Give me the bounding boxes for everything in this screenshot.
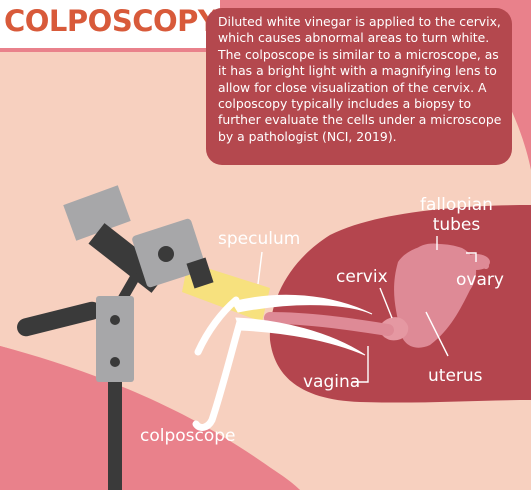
colposcope-column-knob-top (110, 315, 120, 325)
speculum-handle-lower (192, 318, 244, 431)
speculum-lower-blade (235, 317, 366, 356)
title-background (0, 0, 220, 48)
vagina-leader (352, 346, 369, 383)
ovary-leader (466, 252, 477, 262)
lower-frame (0, 346, 300, 490)
colposcope-device (17, 185, 214, 490)
label-vagina: vagina (303, 372, 361, 392)
page-title: COLPOSCOPY (4, 4, 219, 38)
colposcope-eyepiece (63, 185, 131, 241)
colposcope-column (96, 296, 134, 382)
description-text: Diluted white vinegar is applied to the … (218, 14, 502, 144)
speculum-handle-upper (194, 296, 240, 356)
speculum-upper-blade (231, 294, 373, 315)
label-colposcope: colposcope (140, 426, 236, 446)
colposcope-column-knob-bottom (110, 357, 120, 367)
colposcope-stand (108, 382, 122, 490)
speculum-leader (257, 251, 263, 285)
description-callout: Diluted white vinegar is applied to the … (206, 8, 512, 165)
colposcope-handle (17, 301, 101, 337)
speculum-instrument (192, 294, 373, 431)
label-cervix: cervix (336, 267, 388, 287)
uterus (394, 244, 477, 348)
label-speculum: speculum (218, 229, 301, 249)
uterus-leader (425, 311, 449, 357)
label-fallopian-tubes: fallopian tubes (420, 195, 493, 235)
colposcope-knob (158, 246, 174, 262)
label-uterus: uterus (428, 366, 483, 386)
label-ovary: ovary (456, 270, 504, 290)
vagina-canal (264, 312, 394, 336)
colposcope-lens (186, 257, 214, 289)
cervix-leader (379, 287, 393, 319)
